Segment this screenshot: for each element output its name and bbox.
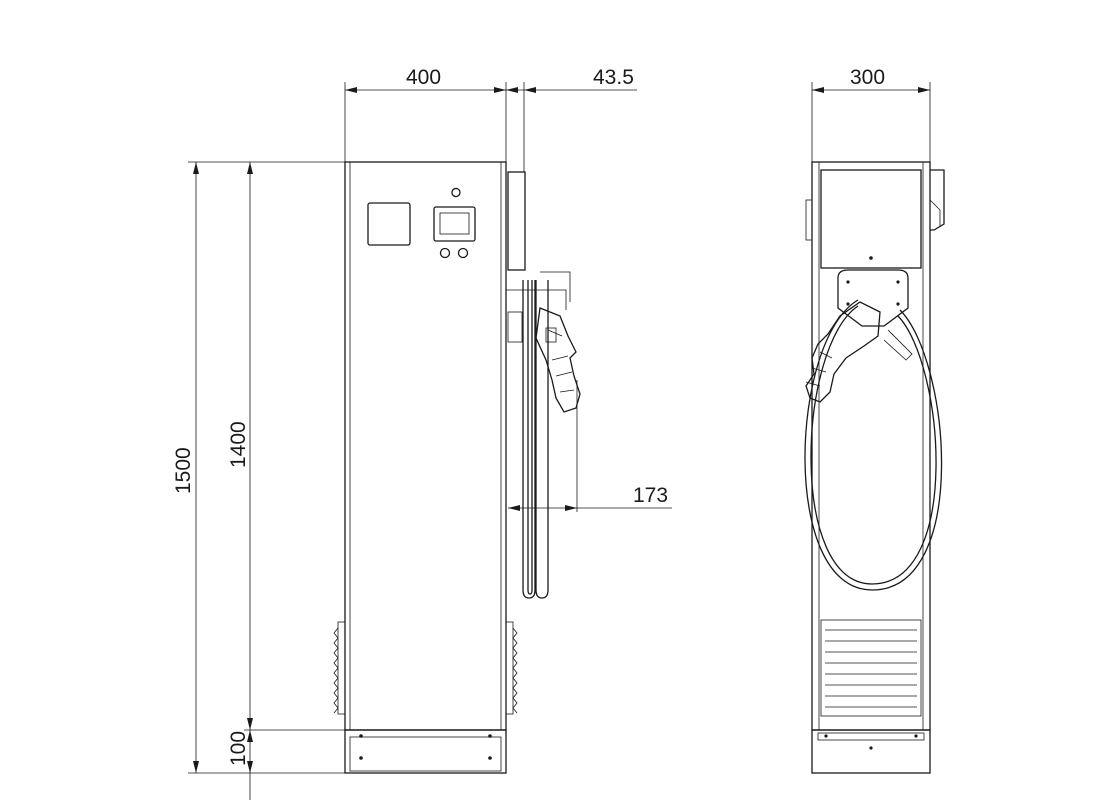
front-vent-left: [333, 621, 346, 715]
front-base: [344, 729, 507, 774]
dimension-300: 300: [811, 66, 931, 162]
front-cabinet-body: [344, 161, 507, 731]
control-screen: [433, 206, 476, 242]
front-cable-loops: [522, 280, 549, 599]
side-cable-loop: [804, 299, 943, 591]
connector-holster: [837, 269, 909, 327]
dimension-label-1500: 1500: [172, 447, 195, 494]
front-connector-gun: [535, 307, 581, 413]
side-top-panel: [820, 169, 922, 269]
dimension-label-1400: 1400: [227, 421, 250, 468]
dimension-label-300: 300: [850, 66, 885, 89]
front-view: 173: [333, 161, 672, 774]
side-cabinet-body: [811, 161, 931, 731]
control-button-left: [439, 247, 451, 259]
dimension-label-400: 400: [406, 66, 441, 89]
control-button-right: [457, 247, 469, 259]
dimension-label-100: 100: [227, 731, 250, 766]
dimension-43-5: 43.5: [506, 66, 637, 172]
side-connector-gun: [805, 301, 913, 403]
dimension-100: 100: [227, 730, 253, 800]
dimension-173: 173: [508, 380, 672, 512]
front-vent-right: [505, 621, 518, 715]
dimension-400: 400: [344, 66, 507, 162]
dimension-label-43-5: 43.5: [593, 66, 634, 89]
front-display-window: [367, 202, 411, 246]
side-base: [811, 729, 931, 774]
dimension-label-173: 173: [633, 484, 668, 507]
dimension-1400: 1400: [227, 162, 345, 731]
dimension-1500: 1500: [172, 161, 345, 774]
side-view: [804, 161, 945, 774]
side-vent: [820, 619, 922, 717]
